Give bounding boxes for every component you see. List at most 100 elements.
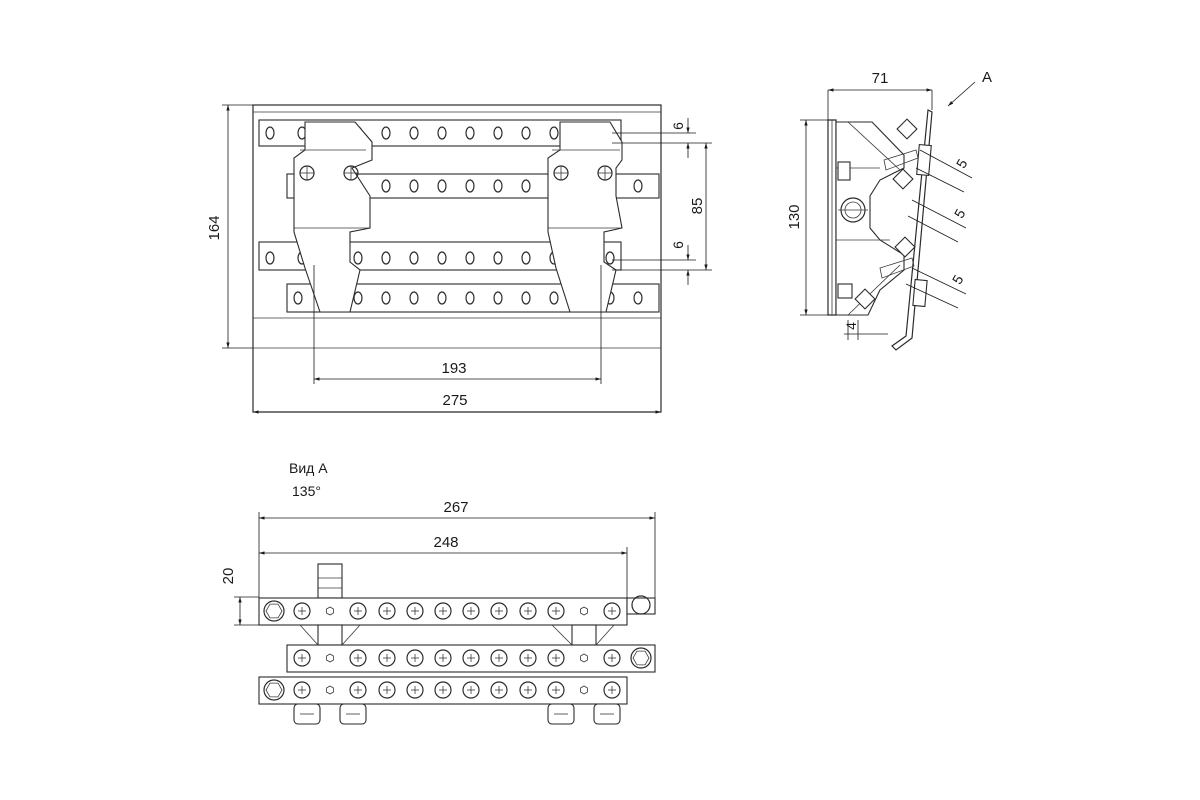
- bar-1-screws: [263, 595, 651, 622]
- dim-slot-top-6: 6: [612, 118, 696, 158]
- bottom-rail-holes: [293, 291, 643, 305]
- terminal-screw: [434, 681, 452, 699]
- terminal-screw: [519, 681, 537, 699]
- rail-hole: [381, 251, 391, 265]
- terminal-screw: [519, 649, 537, 667]
- rail-hole: [437, 291, 447, 305]
- terminal-screw: [378, 649, 396, 667]
- terminal-screw: [603, 602, 621, 620]
- hex-bolt: [263, 600, 285, 622]
- nut: [580, 653, 588, 663]
- terminal-screw: [406, 649, 424, 667]
- dim-gap-2: 5: [907, 199, 969, 243]
- dim-height-164: 164: [206, 104, 253, 349]
- rail-hole: [437, 126, 447, 140]
- rail-hole: [521, 291, 531, 305]
- dim-height-20-label: 20: [220, 568, 237, 585]
- rail-hole: [437, 179, 447, 193]
- dim-height-label: 164: [206, 215, 223, 240]
- dim-tab-label: 4: [843, 322, 859, 330]
- terminal-screw: [547, 649, 565, 667]
- dim-depth-label: 71: [872, 70, 889, 87]
- rail-hole: [521, 179, 531, 193]
- terminal-screw: [519, 602, 537, 620]
- nut: [580, 685, 588, 695]
- terminal-screw: [349, 649, 367, 667]
- rail-hole: [381, 179, 391, 193]
- rail-hole: [549, 291, 559, 305]
- terminal-screw: [434, 649, 452, 667]
- nut: [326, 606, 334, 616]
- rail-hole: [521, 251, 531, 265]
- nut: [326, 685, 334, 695]
- rail-hole: [381, 126, 391, 140]
- terminal-screw: [490, 649, 508, 667]
- side-angled-bar: [891, 109, 933, 351]
- terminal-screw: [603, 649, 621, 667]
- front-view: 164 85 6 6 193 275: [206, 104, 712, 414]
- terminal-screw: [603, 681, 621, 699]
- terminal-screw: [547, 681, 565, 699]
- dim-slot-bottom-6: 6: [612, 241, 696, 285]
- terminal-screw: [293, 649, 311, 667]
- terminal-screw: [378, 602, 396, 620]
- rail-hole: [465, 291, 475, 305]
- dim-slot-top-label: 6: [670, 122, 686, 130]
- terminal-screw: [434, 602, 452, 620]
- rail-hole: [605, 251, 615, 265]
- rail-hole: [493, 179, 503, 193]
- terminal-screw: [406, 602, 424, 620]
- dim-rail-spacing-label: 85: [689, 198, 706, 215]
- rail-hole: [633, 179, 643, 193]
- rail-hole: [293, 291, 303, 305]
- hex-bolt: [263, 679, 285, 701]
- side-insulator-body: [835, 121, 905, 316]
- rail-hole: [265, 251, 275, 265]
- dim-tab-4: 4: [843, 320, 888, 340]
- rail-hole: [465, 251, 475, 265]
- terminal-screw: [547, 602, 565, 620]
- view-a: Вид А 135° 267 248 20: [220, 460, 656, 725]
- rail-hole: [409, 126, 419, 140]
- right-insulator-bracket: [547, 121, 623, 313]
- rail-hole: [409, 251, 419, 265]
- terminal-screw: [406, 681, 424, 699]
- dim-bracket-spacing-label: 193: [441, 360, 466, 377]
- view-a-angle: 135°: [292, 483, 321, 499]
- rail-hole: [493, 291, 503, 305]
- rail-hole: [465, 179, 475, 193]
- bar-3-screws: [263, 679, 621, 701]
- rail-hole: [493, 251, 503, 265]
- dim-width-267: 267: [258, 499, 656, 598]
- left-insulator-bracket: [293, 121, 373, 313]
- rail-hole: [381, 291, 391, 305]
- terminal-screw: [378, 681, 396, 699]
- terminal-screw: [490, 602, 508, 620]
- rail-hole: [409, 179, 419, 193]
- view-arrow-a: A: [947, 69, 992, 107]
- dim-total-width-275: 275: [253, 392, 661, 414]
- rail-hole: [437, 251, 447, 265]
- terminal-screw: [293, 681, 311, 699]
- bar-2-screws: [293, 647, 652, 669]
- view-a-title: Вид А: [289, 460, 328, 476]
- dim-width-248-label: 248: [433, 534, 458, 551]
- dim-depth-71: 71: [827, 70, 933, 120]
- rail-hole: [265, 126, 275, 140]
- terminal-screw: [462, 602, 480, 620]
- dim-total-width-label: 275: [442, 392, 467, 409]
- nut: [580, 606, 588, 616]
- terminal-screw: [349, 602, 367, 620]
- dim-height-130: 130: [786, 119, 828, 316]
- hex-bolt: [630, 647, 652, 669]
- dim-rail-spacing-85: 85: [612, 142, 712, 271]
- dim-gap-2-label: 5: [951, 206, 969, 221]
- rail-hole: [409, 291, 419, 305]
- dim-width-267-label: 267: [443, 499, 468, 516]
- view-a-mount-feet: [293, 703, 621, 725]
- dim-height-20: 20: [220, 568, 259, 626]
- terminal-screw: [462, 649, 480, 667]
- dim-side-height-label: 130: [786, 204, 803, 229]
- dim-gap-1-label: 5: [953, 156, 971, 171]
- dim-bracket-spacing-193: 193: [313, 265, 602, 384]
